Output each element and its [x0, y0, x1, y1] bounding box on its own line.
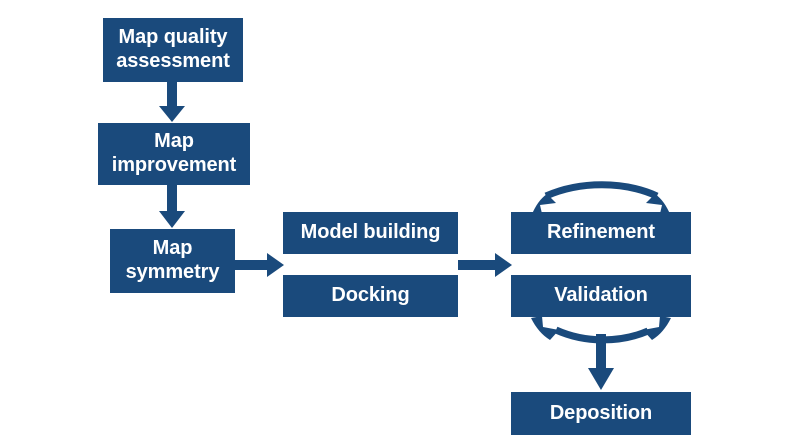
- node-map-quality-assessment[interactable]: Map quality assessment: [103, 18, 243, 82]
- node-label: Map improvement: [111, 130, 237, 176]
- node-label: Refinement: [547, 221, 655, 244]
- node-refinement[interactable]: Refinement: [511, 212, 691, 254]
- node-label: Deposition: [549, 401, 653, 424]
- connector-modelling-to-cycle: [458, 253, 512, 277]
- node-docking[interactable]: Docking: [283, 275, 458, 317]
- connector-cycle-to-deposition: [588, 334, 614, 390]
- node-label: Docking: [331, 284, 410, 307]
- node-label: Map symmetry: [125, 237, 220, 283]
- connector-improvement-to-symmetry: [159, 185, 185, 228]
- node-model-building[interactable]: Model building: [283, 212, 458, 254]
- node-map-symmetry[interactable]: Map symmetry: [110, 229, 235, 293]
- node-map-improvement[interactable]: Map improvement: [98, 123, 250, 185]
- node-deposition[interactable]: Deposition: [511, 392, 691, 435]
- node-validation[interactable]: Validation: [511, 275, 691, 317]
- node-label: Model building: [300, 221, 441, 244]
- connector-assessment-to-improvement: [159, 82, 185, 122]
- node-label: Map quality assessment: [116, 26, 230, 72]
- node-label: Validation: [554, 284, 648, 307]
- connector-symmetry-to-modelling: [235, 253, 284, 277]
